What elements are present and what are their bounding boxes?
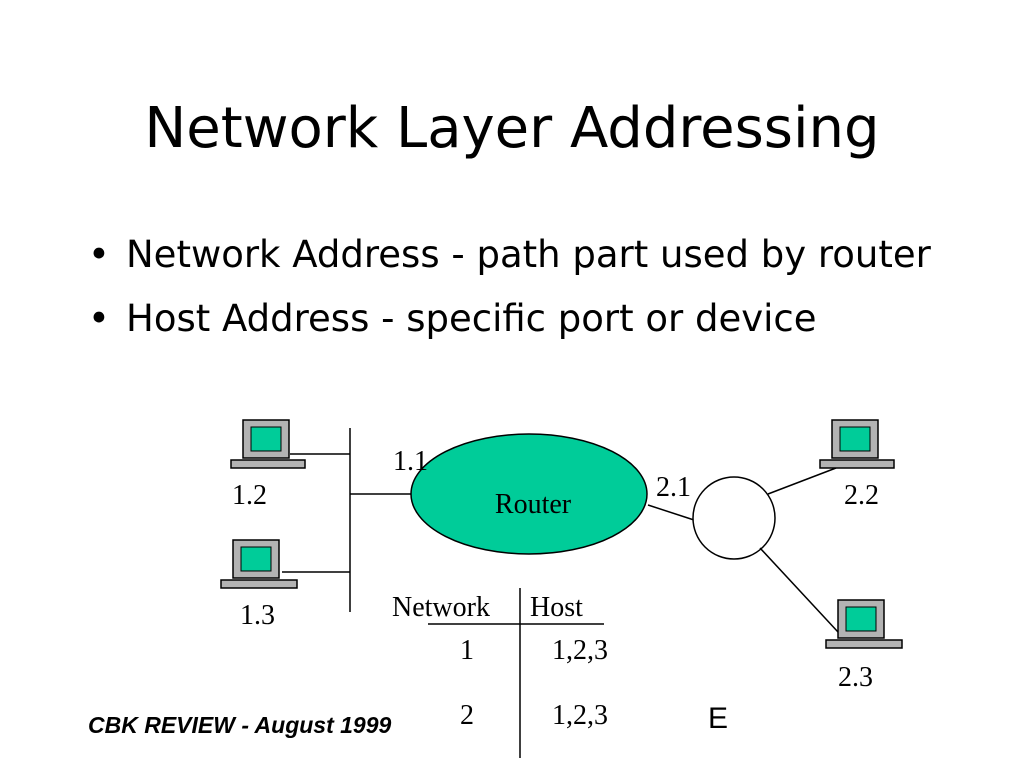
router-label: Router [495,489,572,520]
computer-icon [819,419,895,469]
bullet-dot: • [88,233,110,276]
computer-icon [220,539,298,589]
bullet-host-address: • Host Address - specific port or device [88,296,948,342]
table-cell-host: 1,2,3 [552,635,608,666]
bullet-text: Network Address - path part used by rout… [126,233,931,276]
bullet-list: • Network Address - path part used by ro… [88,232,948,360]
router-node [410,433,648,555]
footer-text: CBK REVIEW - August 1999 [88,712,392,738]
table-header-host: Host [530,592,583,623]
network-2-hub [692,476,776,560]
table-cell-network: 1 [460,635,474,666]
corner-letter: E [708,702,729,735]
link-host-2-2 [767,467,837,495]
host-label-2-2: 2.2 [844,480,879,511]
link-router-port-2-1 [647,504,695,521]
bullet-text: Host Address - specific port or device [126,297,817,340]
table-cell-host: 1,2,3 [552,700,608,731]
table-header-network: Network [392,592,490,623]
host-label-1-2: 1.2 [232,480,267,511]
port-label-2-1: 2.1 [656,472,691,503]
routing-table: Network Host 1 1,2,3 2 1,2,3 [392,588,608,758]
host-label-1-3: 1.3 [240,600,275,631]
bullet-network-address: • Network Address - path part used by ro… [88,232,948,278]
computer-icon [825,599,903,649]
slide-title: Network Layer Addressing [144,96,880,161]
bullet-dot: • [88,297,110,340]
computer-icon [230,419,306,469]
link-host-2-3 [759,547,839,633]
table-cell-network: 2 [460,700,474,731]
host-label-2-3: 2.3 [838,662,873,693]
port-label-1-1: 1.1 [393,446,428,477]
